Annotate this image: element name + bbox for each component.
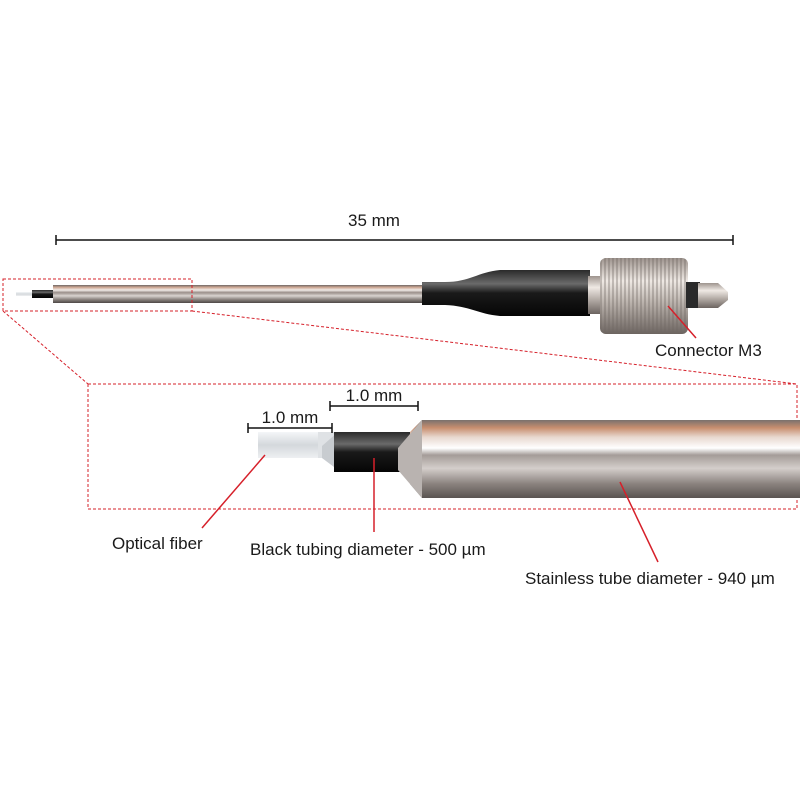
overall-length-dimension: 35 mm: [55, 211, 734, 245]
stainless-tube-small: [53, 285, 425, 303]
black-tubing-label: Black tubing diameter - 500 µm: [250, 540, 486, 559]
fiber-callout-line: [201, 454, 266, 529]
stainless-tube-label: Stainless tube diameter - 940 µm: [525, 569, 775, 588]
connector-callout-line: [667, 305, 697, 339]
tubing-length-label: 1.0 mm: [346, 386, 403, 405]
zoomed-tip: [258, 420, 800, 498]
tubing-length-dimension: 1.0 mm: [329, 386, 419, 411]
connector-ferrule: [698, 283, 728, 308]
zoom-source-box: [2, 278, 193, 312]
black-tubing-small: [32, 290, 54, 298]
overall-length-label: 35 mm: [348, 211, 400, 230]
optical-fiber-label: Optical fiber: [112, 534, 203, 553]
fiber-length-label: 1.0 mm: [262, 408, 319, 427]
stainless-tube-zoomed: [410, 420, 800, 498]
stainless-callout-line: [619, 481, 659, 563]
zoom-guide-left: [2, 310, 89, 385]
fiber-length-dimension: 1.0 mm: [247, 408, 333, 433]
black-sleeve: [422, 270, 590, 316]
fiber-tip: [16, 292, 34, 296]
cannula-assembly: [16, 258, 728, 334]
optical-fiber-zoomed: [258, 432, 324, 458]
zoom-guide-right: [191, 310, 798, 385]
connector-collar: [588, 276, 602, 314]
connector-label: Connector M3: [655, 341, 762, 360]
connector-neck: [686, 282, 700, 308]
